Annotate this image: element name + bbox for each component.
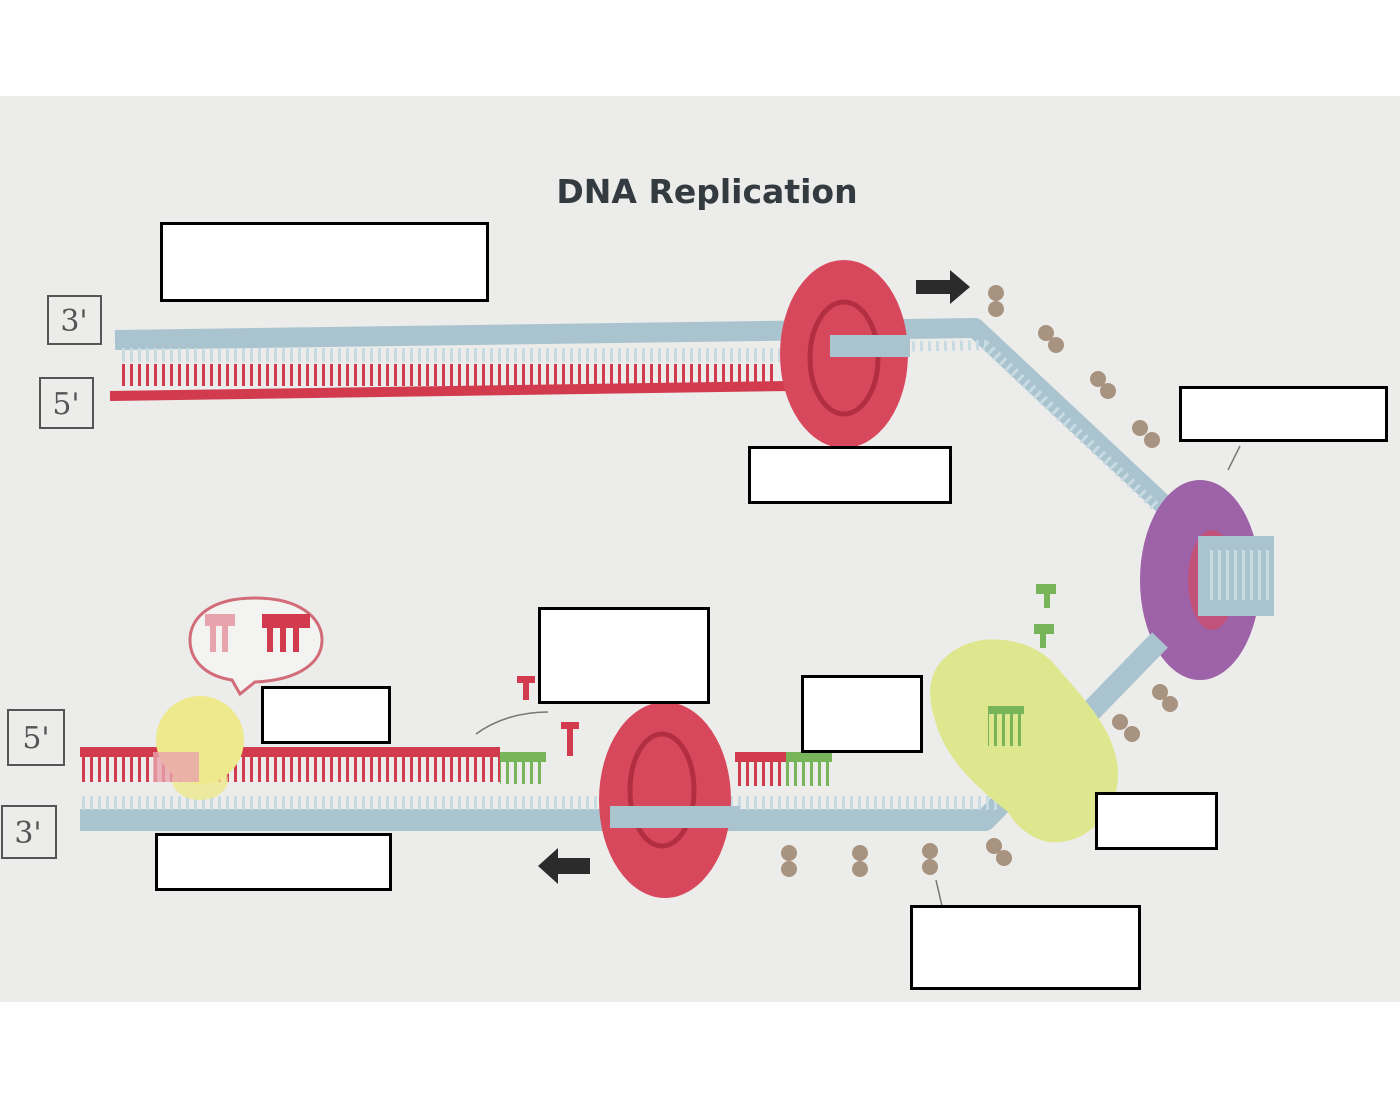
top-parent-strand	[114, 318, 1187, 528]
primase	[930, 639, 1119, 843]
svg-text:5': 5'	[52, 387, 79, 422]
ligase-speech-bubble	[188, 596, 324, 697]
okazaki-fragments	[80, 747, 832, 786]
diagram-title: DNA Replication	[556, 172, 857, 211]
answer-box-helicase[interactable]	[1179, 386, 1388, 442]
direction-arrow-left	[538, 848, 590, 884]
top-polymerase	[780, 260, 910, 448]
ligase	[153, 696, 244, 800]
ssb-proteins-top	[988, 285, 1160, 448]
annotation-arrows	[475, 445, 1241, 907]
bottom-polymerase	[599, 702, 740, 898]
answer-box-primase[interactable]	[1095, 792, 1218, 850]
end-label-bottom-upper: 5'	[7, 709, 65, 766]
answer-box-ssb-proteins[interactable]	[910, 905, 1141, 990]
answer-box-polymerase-top[interactable]	[748, 446, 952, 504]
svg-text:3': 3'	[60, 304, 87, 339]
direction-arrow-right	[916, 270, 970, 304]
helicase	[1140, 480, 1274, 680]
answer-box-lagging-strand[interactable]	[155, 833, 392, 891]
free-nucleotides-red	[517, 676, 579, 756]
svg-text:5': 5'	[22, 721, 49, 756]
answer-box-primer-small[interactable]	[801, 675, 923, 753]
answer-box-ligase[interactable]	[261, 686, 391, 744]
end-label-top-upper: 3'	[47, 295, 102, 345]
end-label-bottom-lower: 3'	[1, 805, 57, 859]
answer-box-parent-strand[interactable]	[160, 222, 489, 302]
end-label-top-lower: 5'	[39, 377, 94, 429]
top-new-strand	[109, 364, 791, 401]
svg-text:3': 3'	[14, 816, 41, 851]
ssb-proteins-bottom	[781, 684, 1178, 877]
bottom-parent-strand	[80, 632, 1168, 831]
answer-box-primer[interactable]	[538, 607, 710, 704]
free-nucleotides-green	[1034, 584, 1056, 648]
